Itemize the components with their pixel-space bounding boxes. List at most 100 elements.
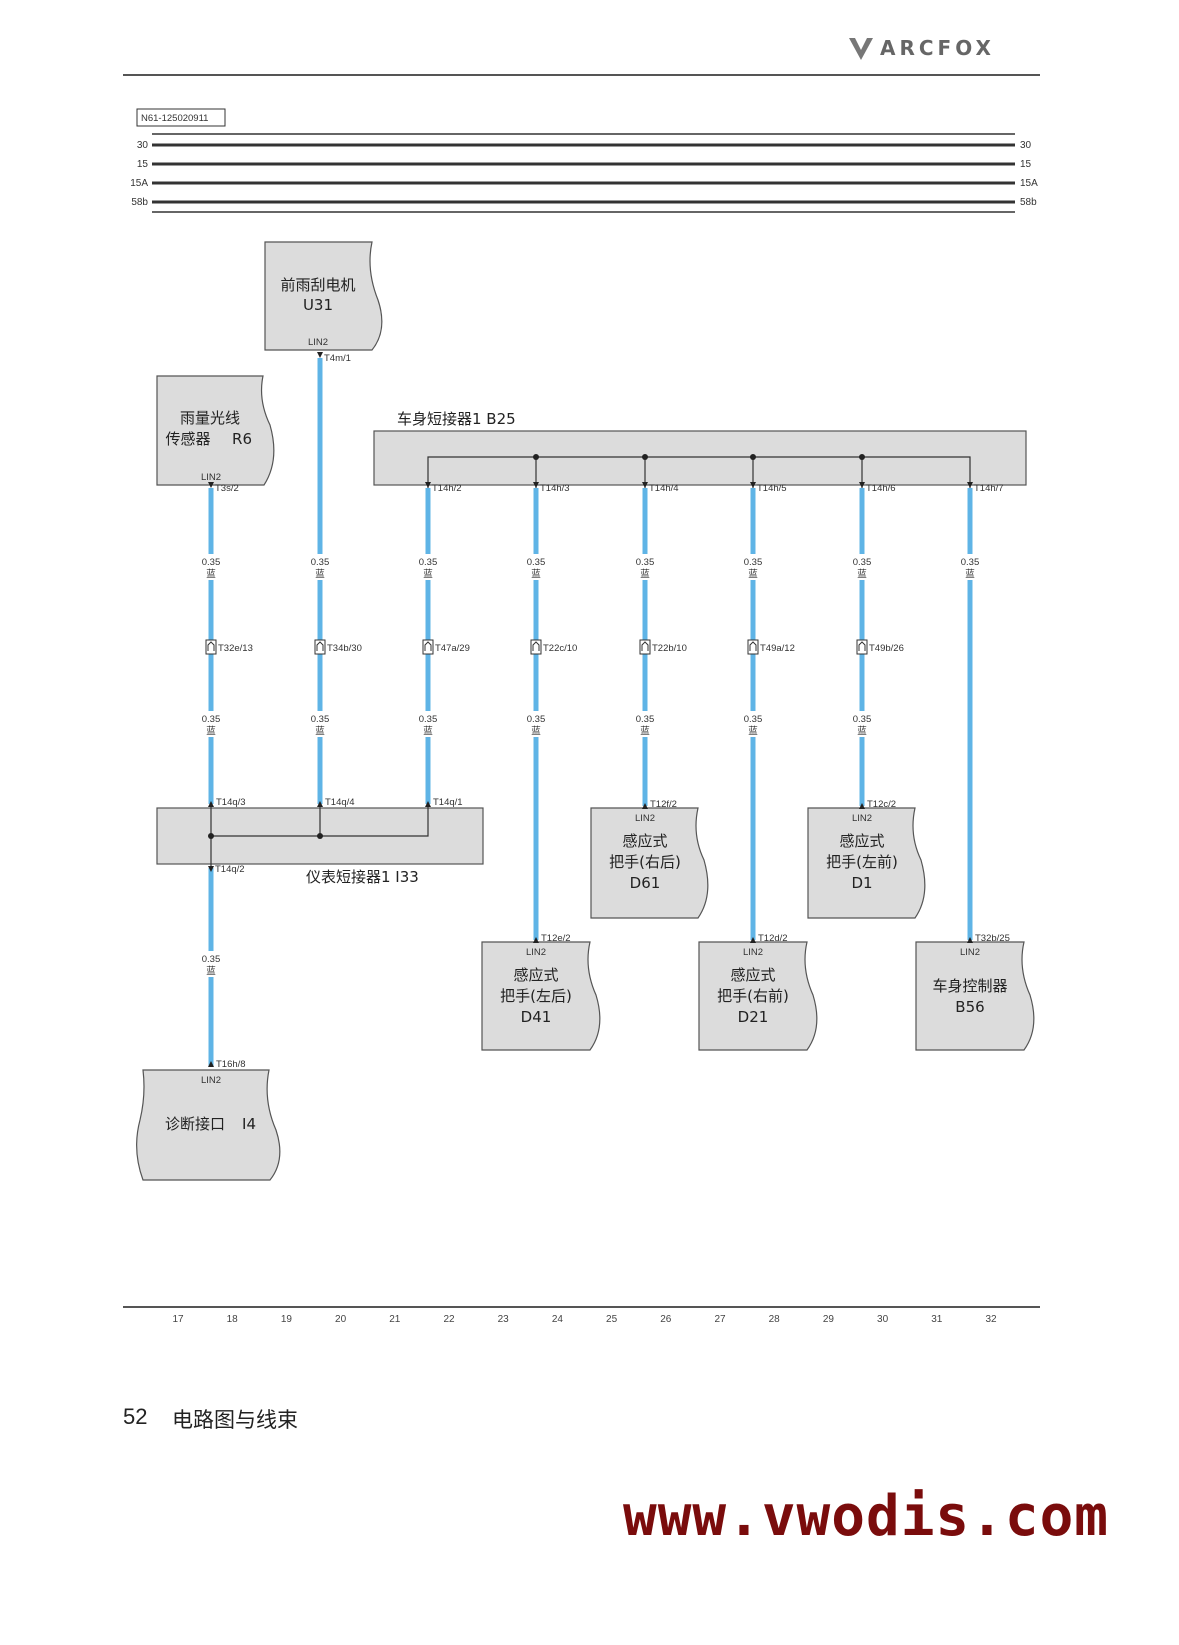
column-number: 32 bbox=[985, 1314, 997, 1325]
column-number: 28 bbox=[769, 1314, 781, 1325]
pin-arrow-icon bbox=[208, 1061, 214, 1067]
pin-label: LIN2 bbox=[526, 947, 546, 958]
inline-connector-label: T49b/26 bbox=[869, 643, 904, 654]
inline-connector-label: T22c/10 bbox=[543, 643, 577, 654]
bus-label-right: 15 bbox=[1020, 159, 1032, 170]
pin-arrow-icon bbox=[859, 803, 865, 809]
pin-label-bottom: T12e/2 bbox=[541, 933, 571, 944]
bus-label-right: 30 bbox=[1020, 140, 1032, 151]
wire-gauge: 0.35 bbox=[419, 557, 438, 568]
component-code: D1 bbox=[851, 874, 872, 892]
watermark: www.vwodis.com bbox=[622, 1484, 1109, 1549]
component-name: 前雨刮电机 bbox=[280, 276, 355, 294]
component-d21: LIN2 感应式 把手(右前) D21 bbox=[698, 941, 818, 1051]
wire-color: 蓝 bbox=[531, 568, 541, 580]
pin-arrow-icon bbox=[750, 937, 756, 943]
pin-label-bottom: T14q/3 bbox=[216, 797, 246, 808]
pin-label: LIN2 bbox=[960, 947, 980, 958]
inline-connector-icon bbox=[205, 639, 217, 655]
inline-connector-label: T49a/12 bbox=[760, 643, 795, 654]
column-number: 25 bbox=[606, 1314, 618, 1325]
component-name-2: 把手(右前) bbox=[717, 987, 789, 1005]
component-b25: 车身短接器1 B25 bbox=[373, 410, 1027, 488]
wire-gauge: 0.35 bbox=[853, 557, 872, 568]
pin-arrow-icon bbox=[533, 482, 539, 488]
pin-label-top: T14h/3 bbox=[540, 483, 570, 494]
pin-arrow-icon bbox=[425, 482, 431, 488]
component-name: 感应式 bbox=[622, 832, 667, 850]
wire-gauge: 0.35 bbox=[853, 714, 872, 725]
pin-label: LIN2 bbox=[308, 337, 328, 348]
pin-label-top: T14h/7 bbox=[974, 483, 1004, 494]
component-r6: 雨量光线 传感器 R6 LIN2 bbox=[156, 375, 275, 486]
bus-label-right: 15A bbox=[1020, 178, 1038, 189]
bus-label-left: 15 bbox=[137, 159, 149, 170]
inline-connector-label: T22b/10 bbox=[652, 643, 687, 654]
diagram-id-box bbox=[136, 108, 226, 127]
wire-gauge: 0.35 bbox=[636, 557, 655, 568]
wire-gauge: 0.35 bbox=[419, 714, 438, 725]
pin-label-bottom: T16h/8 bbox=[216, 1059, 246, 1070]
component-code: D61 bbox=[630, 874, 661, 892]
pin-arrow-icon bbox=[208, 866, 214, 872]
pin-label-top: T14h/4 bbox=[649, 483, 679, 494]
column-number: 17 bbox=[172, 1314, 184, 1325]
pin-label-top: T14h/5 bbox=[757, 483, 787, 494]
inline-connector-icon bbox=[747, 639, 759, 655]
pin-label-bottom: T12d/2 bbox=[758, 933, 788, 944]
inline-connector-icon bbox=[856, 639, 868, 655]
component-code: U31 bbox=[303, 296, 333, 314]
splice-name: 仪表短接器1 I33 bbox=[306, 868, 419, 886]
page-section-title: 电路图与线束 bbox=[172, 1408, 298, 1432]
wire-gauge: 0.35 bbox=[311, 557, 330, 568]
pin-arrow-icon bbox=[967, 937, 973, 943]
component-name-2: 传感器 bbox=[165, 430, 210, 448]
column-number: 19 bbox=[281, 1314, 293, 1325]
pin-arrow-icon bbox=[208, 482, 214, 488]
component-i33: 仪表短接器1 I33 bbox=[156, 804, 484, 886]
column-number: 23 bbox=[498, 1314, 510, 1325]
wire-color: 蓝 bbox=[640, 568, 650, 580]
pin-arrow-icon bbox=[642, 803, 648, 809]
wire-gauge: 0.35 bbox=[527, 714, 546, 725]
wire-gauge: 0.35 bbox=[202, 557, 221, 568]
wire-color: 蓝 bbox=[206, 568, 216, 580]
bus-label-right: 58b bbox=[1020, 197, 1037, 208]
component-name-2: 把手(右后) bbox=[609, 853, 681, 871]
component-code: D41 bbox=[521, 1008, 552, 1026]
wire-color: 蓝 bbox=[315, 568, 325, 580]
column-number: 21 bbox=[389, 1314, 401, 1325]
component-d41: LIN2 感应式 把手(左后) D41 bbox=[481, 941, 601, 1051]
pin-label-bottom: T32b/25 bbox=[975, 933, 1010, 944]
column-number: 26 bbox=[660, 1314, 672, 1325]
wire-color: 蓝 bbox=[423, 725, 433, 737]
bus-label-left: 30 bbox=[137, 140, 149, 151]
component-name: 诊断接口 bbox=[165, 1115, 225, 1133]
brand-name: ARCFOX bbox=[880, 36, 995, 60]
pin-label: LIN2 bbox=[201, 1075, 221, 1086]
pin-label-bottom: T12f/2 bbox=[650, 799, 677, 810]
pin-arrow-icon bbox=[425, 801, 431, 807]
component-code: B56 bbox=[955, 998, 984, 1016]
column-number: 31 bbox=[931, 1314, 943, 1325]
pin-label: LIN2 bbox=[635, 813, 655, 824]
wire-color: 蓝 bbox=[315, 725, 325, 737]
pin-arrow-icon bbox=[859, 482, 865, 488]
pin-label: LIN2 bbox=[201, 472, 221, 483]
pin-arrow-icon bbox=[208, 801, 214, 807]
pin-label-top: T4m/1 bbox=[324, 353, 351, 364]
component-d1: LIN2 感应式 把手(左前) D1 bbox=[807, 807, 926, 919]
pin-arrow-icon bbox=[967, 482, 973, 488]
pin-label-bottom: T12c/2 bbox=[867, 799, 896, 810]
inline-connector-icon bbox=[639, 639, 651, 655]
bus-label-left: 58b bbox=[131, 197, 148, 208]
pin-label: LIN2 bbox=[852, 813, 872, 824]
column-number: 24 bbox=[552, 1314, 564, 1325]
component-name: 感应式 bbox=[513, 966, 558, 984]
column-number: 20 bbox=[335, 1314, 347, 1325]
wire-color: 蓝 bbox=[423, 568, 433, 580]
